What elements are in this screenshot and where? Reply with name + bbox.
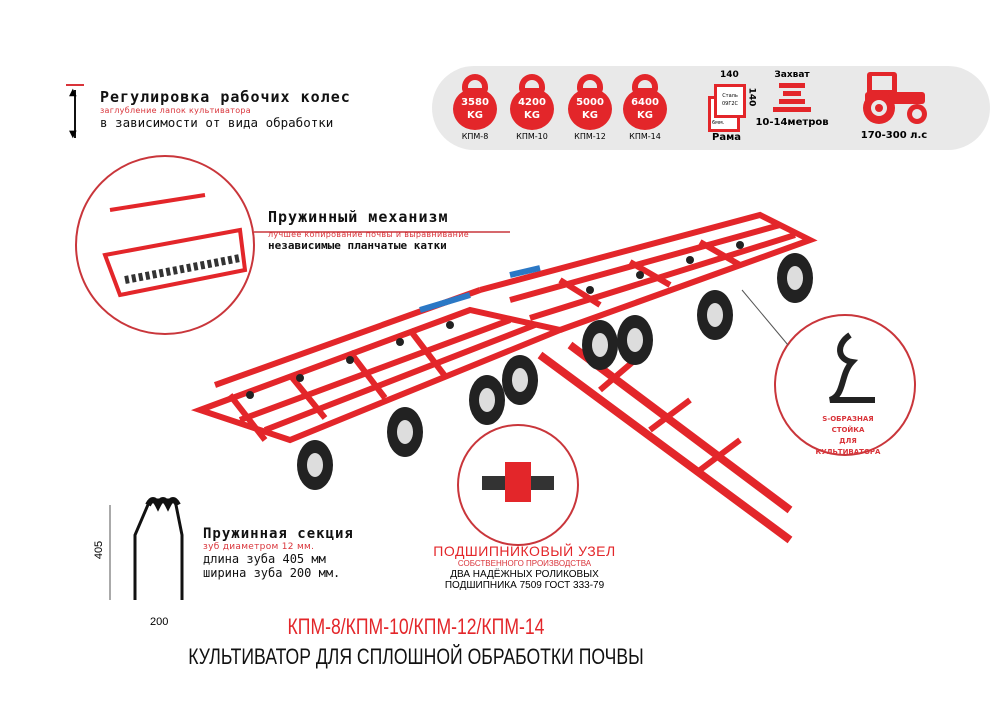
spring-section-block: Пружинная секция зуб диаметром 12 мм. дл… (203, 526, 354, 580)
weight-value: 4200 (518, 97, 546, 108)
frame-top-dim: 140 (720, 70, 739, 80)
bearing-title: ПОДШИПНИКОВЫЙ УЗЕЛ (433, 543, 616, 559)
product-subtitle: КУЛЬТИВАТОР ДЛЯ СПЛОШНОЙ ОБРАБОТКИ ПОЧВЫ (188, 644, 644, 669)
dim-height-label: 405 (93, 540, 106, 560)
models-title: КПМ-8/КПМ-10/КПМ-12/КПМ-14 (287, 614, 545, 639)
working-width-spec: Захват 10-14метров (752, 70, 832, 128)
wheels-adjust-line: в зависимости от вида обработки (100, 115, 334, 130)
s-tine-line2: ДЛЯ КУЛЬТИВАТОРА (815, 437, 881, 456)
s-tine-caption: S-ОБРАЗНАЯ СТОЙКА ДЛЯ КУЛЬТИВАТОРА (808, 414, 888, 458)
width-bars-icon (772, 83, 812, 112)
width-value: 10-14метров (755, 117, 829, 128)
model-label: КПМ-8 (461, 132, 489, 141)
bearing-block: ПОДШИПНИКОВЫЙ УЗЕЛ СОБСТВЕННОГО ПРОИЗВОД… (432, 543, 617, 591)
model-label: КПМ-14 (629, 132, 661, 141)
frame-material: Сталь 09Г2С (714, 84, 746, 118)
wheels-adjust-block: Регулировка рабочих колес заглубление ла… (100, 88, 351, 130)
power-unit: л.с (910, 130, 928, 141)
spring-section-line1: длина зуба 405 мм (203, 552, 326, 566)
weight-value: 5000 (576, 97, 604, 108)
weight-unit: KG (637, 110, 653, 121)
spring-mech-title: Пружинный механизм (268, 208, 449, 226)
spring-mechanism-block: Пружинный механизм лучшее копирование по… (268, 208, 469, 252)
wheels-adjust-title: Регулировка рабочих колес (100, 88, 351, 106)
model-label: КПМ-10 (516, 132, 548, 141)
bearing-line2: ПОДШИПНИКА 7509 ГОСТ 333-79 (444, 580, 605, 591)
wheels-adjust-sub: заглубление лапок культиватора (100, 106, 251, 115)
up-down-arrow-icon: ▲ ▼ (66, 84, 88, 142)
bearing-sub: СОБСТВЕННОГО ПРОИЗВОДСТВА (457, 559, 592, 568)
tractor-power-spec: 170-300 л.с (844, 68, 944, 141)
tractor-icon (863, 72, 927, 124)
frame-thickness: 6мм. (712, 120, 725, 126)
width-title: Захват (774, 70, 810, 80)
spring-section-title: Пружинная секция (203, 526, 354, 542)
frame-spec: 140 Сталь 09Г2С 6мм. 140 Рама (704, 70, 764, 146)
weight-value: 3580 (461, 97, 489, 108)
s-tine-line1: S-ОБРАЗНАЯ СТОЙКА (822, 415, 874, 434)
spring-section-line2: ширина зуба 200 мм. (203, 566, 341, 580)
model-label: КПМ-12 (574, 132, 606, 141)
dim-width-label: 200 (150, 616, 169, 628)
spring-section-sub: зуб диаметром 12 мм. (203, 542, 315, 552)
weight-unit: KG (467, 110, 483, 121)
weight-unit: KG (524, 110, 540, 121)
weight-value: 6400 (631, 97, 659, 108)
power-value: 170-300 (860, 130, 907, 141)
spring-mech-line: независимые планчатые катки (268, 239, 447, 252)
frame-label: Рама (712, 132, 741, 143)
bearing-line1: ДВА НАДЁЖНЫХ РОЛИКОВЫХ (450, 569, 599, 580)
weight-unit: KG (582, 110, 598, 121)
spring-mech-sub: лучшее копирование почвы и выравнивание (268, 230, 469, 239)
